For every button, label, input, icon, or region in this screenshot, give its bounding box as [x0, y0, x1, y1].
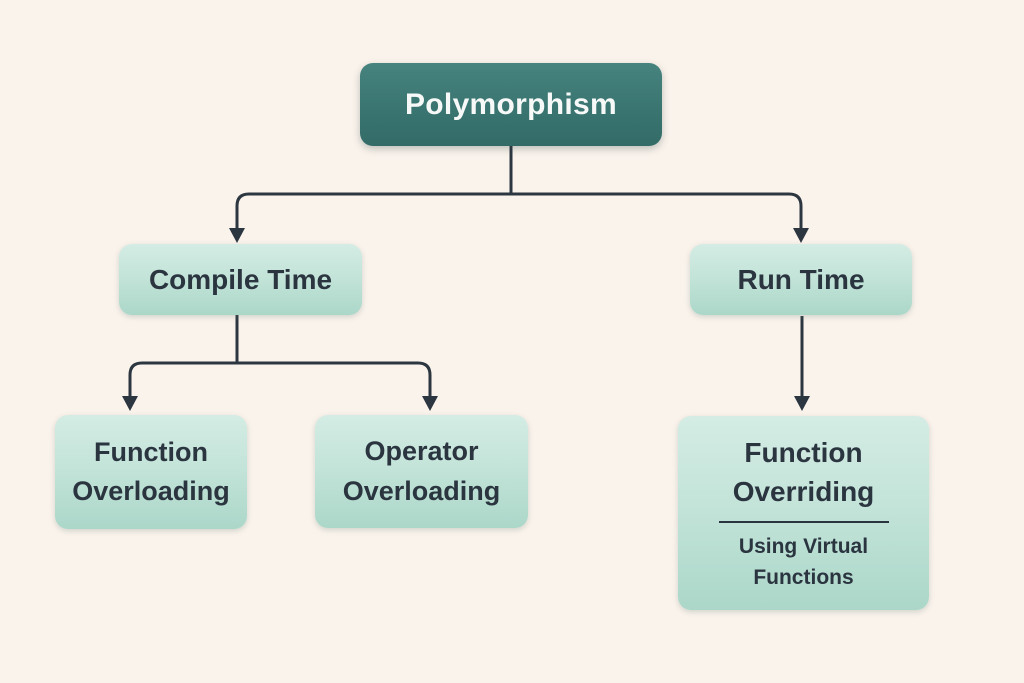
node-run-time: Run Time [690, 244, 912, 315]
connector-compile-split [128, 361, 432, 398]
node-function-overriding: Function Overriding Using Virtual Functi… [678, 416, 929, 610]
divider-line [718, 521, 889, 524]
node-function-overriding-sublabel: Using Virtual Functions [738, 535, 869, 589]
node-polymorphism: Polymorphism [360, 63, 662, 146]
node-operator-overloading-label: Operator Overloading [342, 436, 501, 506]
node-function-overriding-label: Function Overriding [732, 436, 875, 508]
node-run-time-label: Run Time [737, 263, 865, 295]
arrowhead-function-overriding [794, 396, 810, 411]
node-compile-time: Compile Time [119, 244, 362, 315]
node-compile-time-label: Compile Time [148, 263, 333, 295]
arrowhead-function-overloading [122, 396, 138, 411]
node-function-overloading-label: Function Overloading [72, 436, 230, 506]
arrowhead-compile-time [229, 228, 245, 243]
arrowhead-operator-overloading [422, 396, 438, 411]
node-function-overloading: Function Overloading [55, 415, 247, 529]
arrowhead-run-time [793, 228, 809, 243]
connector-root-split [235, 192, 803, 230]
node-operator-overloading: Operator Overloading [315, 415, 528, 528]
node-polymorphism-label: Polymorphism [405, 87, 617, 121]
